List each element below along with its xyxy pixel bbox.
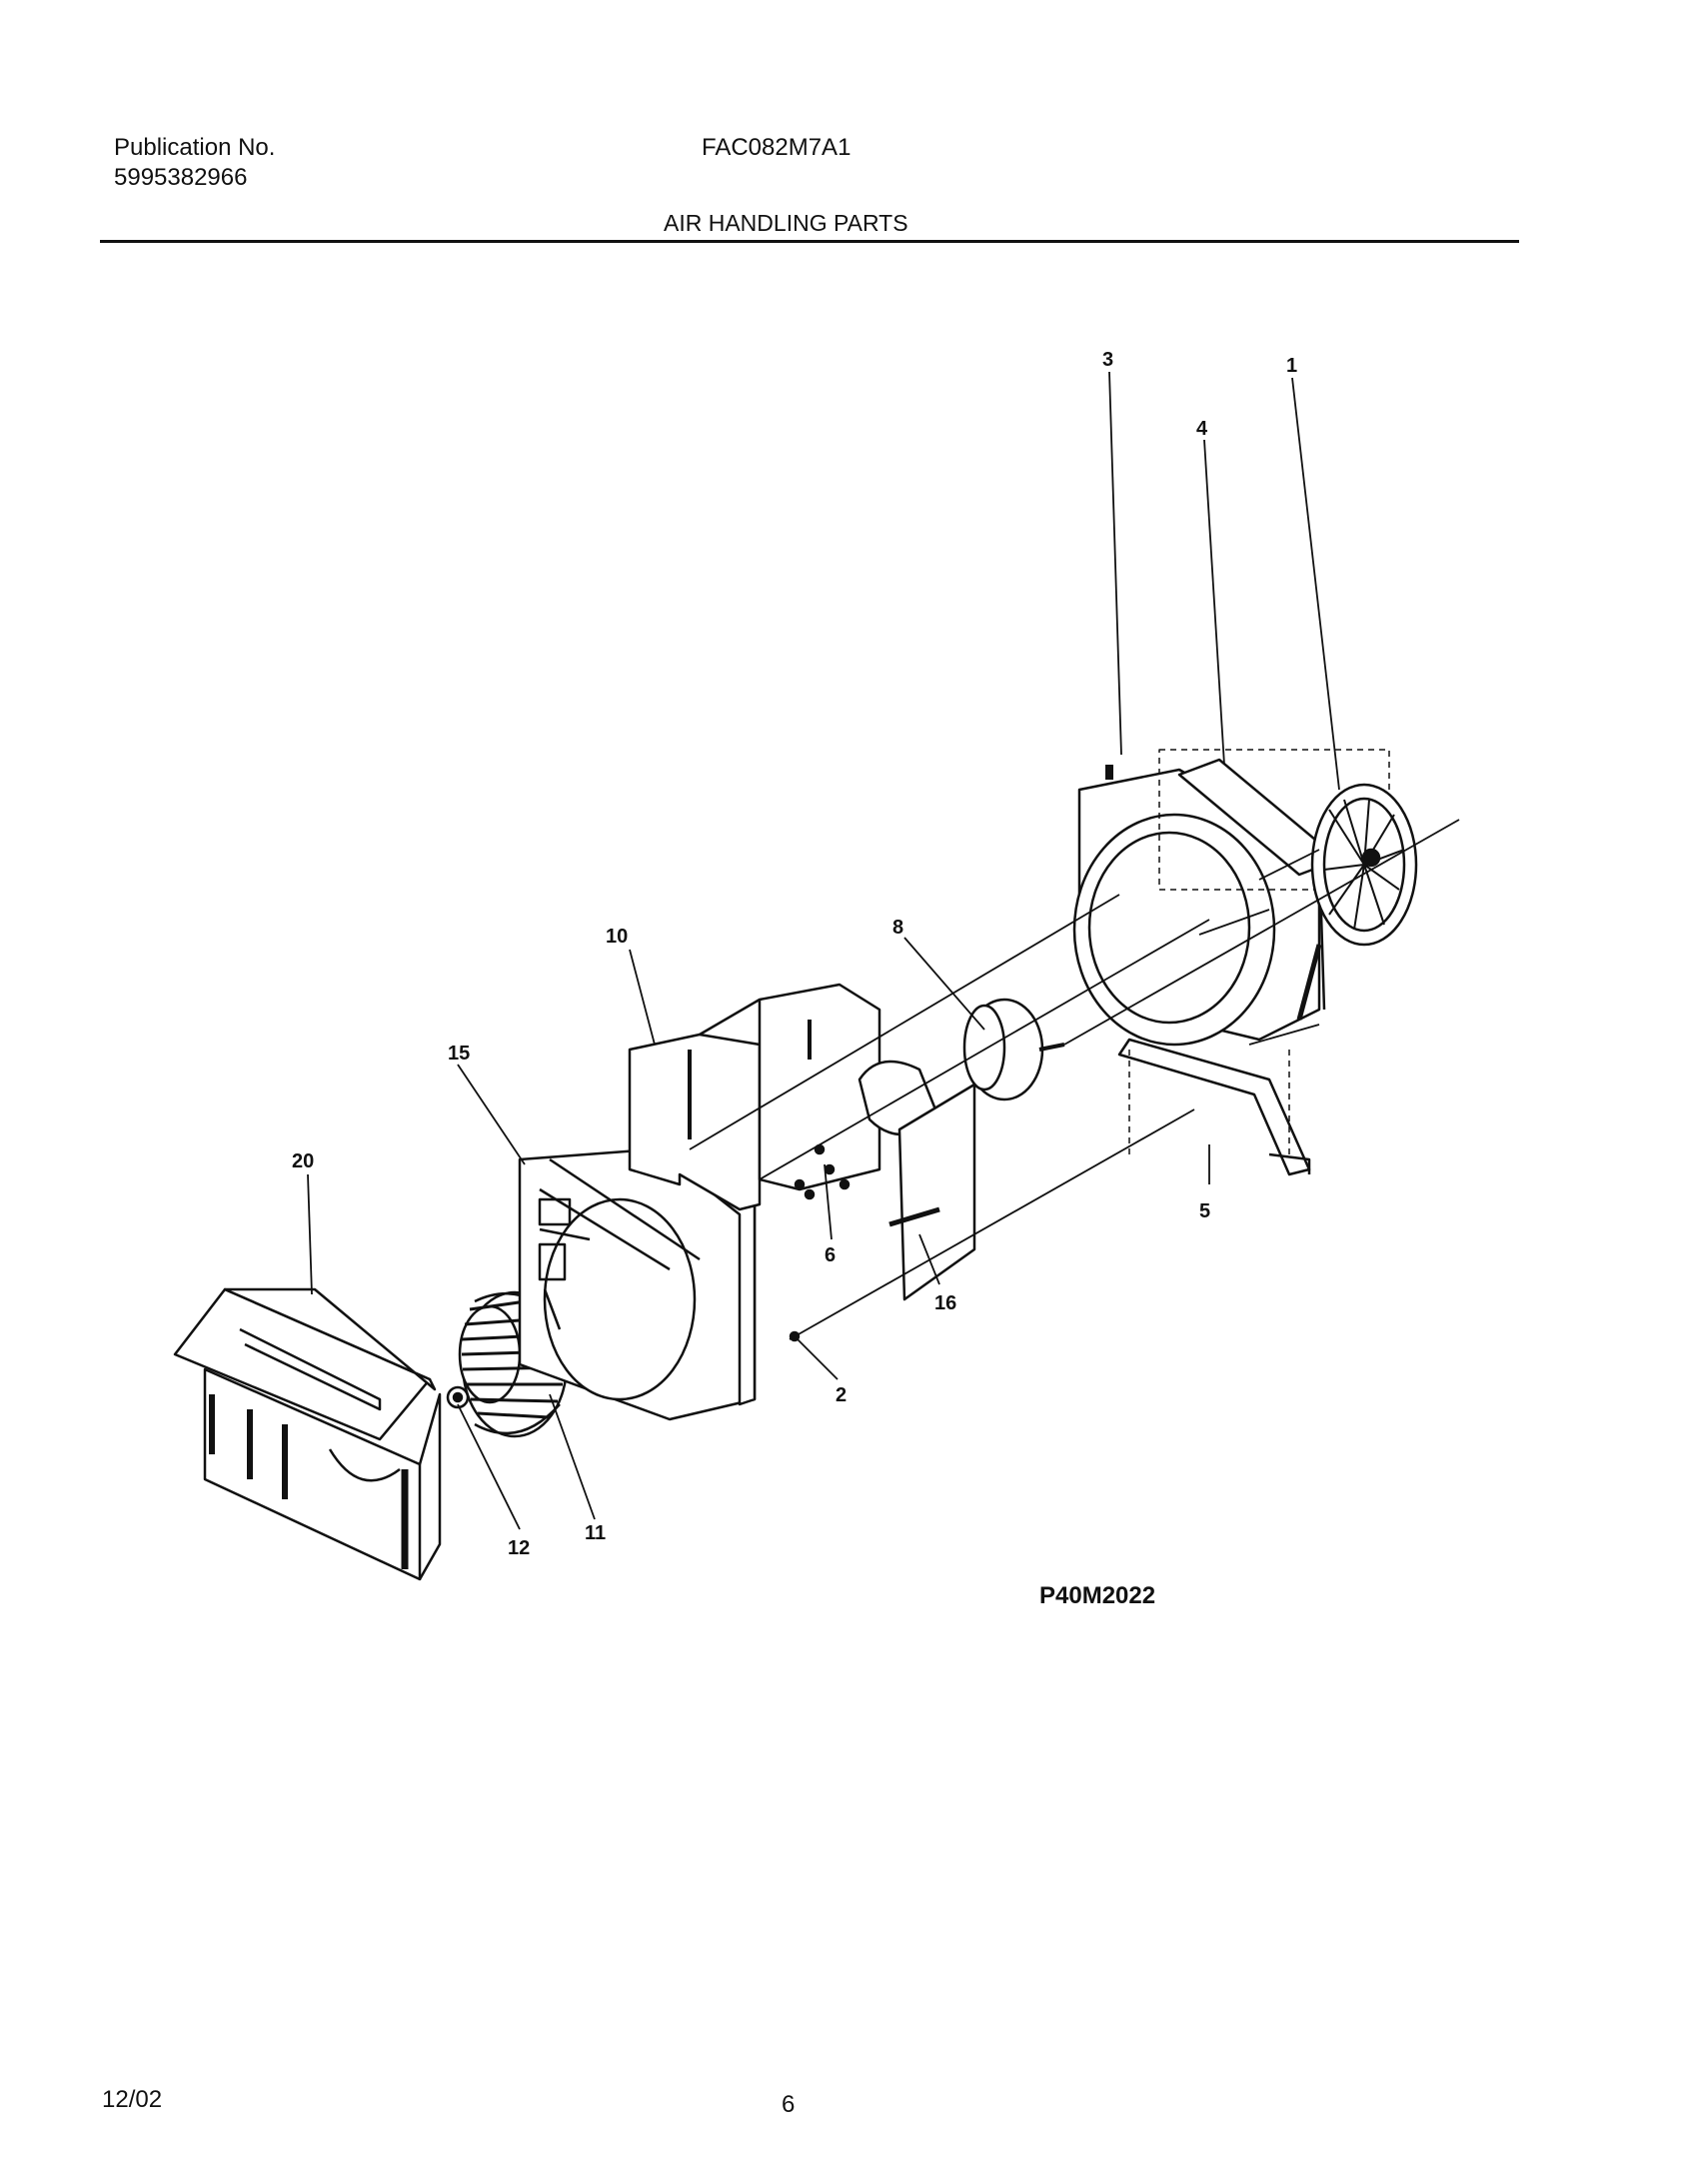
leader-lines [307, 371, 1340, 1530]
page-number: 6 [782, 2091, 796, 2118]
model-number: FAC082M7A1 [702, 134, 852, 161]
callout-4: 4 [1196, 418, 1208, 440]
part-5-bottom-brace [1117, 1038, 1311, 1176]
callout-3: 3 [1102, 349, 1113, 371]
part-2-screw [789, 1330, 801, 1342]
callout-15: 15 [448, 1043, 470, 1065]
part-12-hub [446, 1385, 470, 1409]
callout-2: 2 [836, 1384, 847, 1406]
callout-5: 5 [1199, 1200, 1210, 1222]
drawing-code: P40M2022 [1039, 1582, 1156, 1609]
publication-date: 12/02 [102, 2086, 163, 2113]
callout-1: 1 [1286, 355, 1297, 377]
header-rule [100, 240, 1519, 243]
callout-12: 12 [508, 1537, 530, 1559]
part-3-condenser-shroud [1072, 765, 1326, 1047]
part-8-fan-motor [857, 998, 1065, 1136]
section-title: AIR HANDLING PARTS [664, 210, 908, 236]
alignment-lines [689, 819, 1460, 1340]
callout-16: 16 [934, 1292, 956, 1314]
publication-label: Publication No. [114, 134, 276, 161]
callout-6: 6 [825, 1244, 836, 1266]
part-11-blower-wheel [458, 1290, 569, 1438]
callout-11: 11 [585, 1522, 606, 1544]
part-1-condenser-fan [1310, 783, 1418, 947]
callout-10: 10 [606, 926, 628, 948]
callout-8: 8 [892, 917, 903, 939]
callout-20: 20 [292, 1150, 314, 1172]
part-10-bracket [628, 983, 881, 1211]
part-20-discharge-grille [173, 1287, 442, 1581]
part-15-scroll-housing [518, 1145, 757, 1421]
publication-number: 5995382966 [114, 164, 248, 191]
